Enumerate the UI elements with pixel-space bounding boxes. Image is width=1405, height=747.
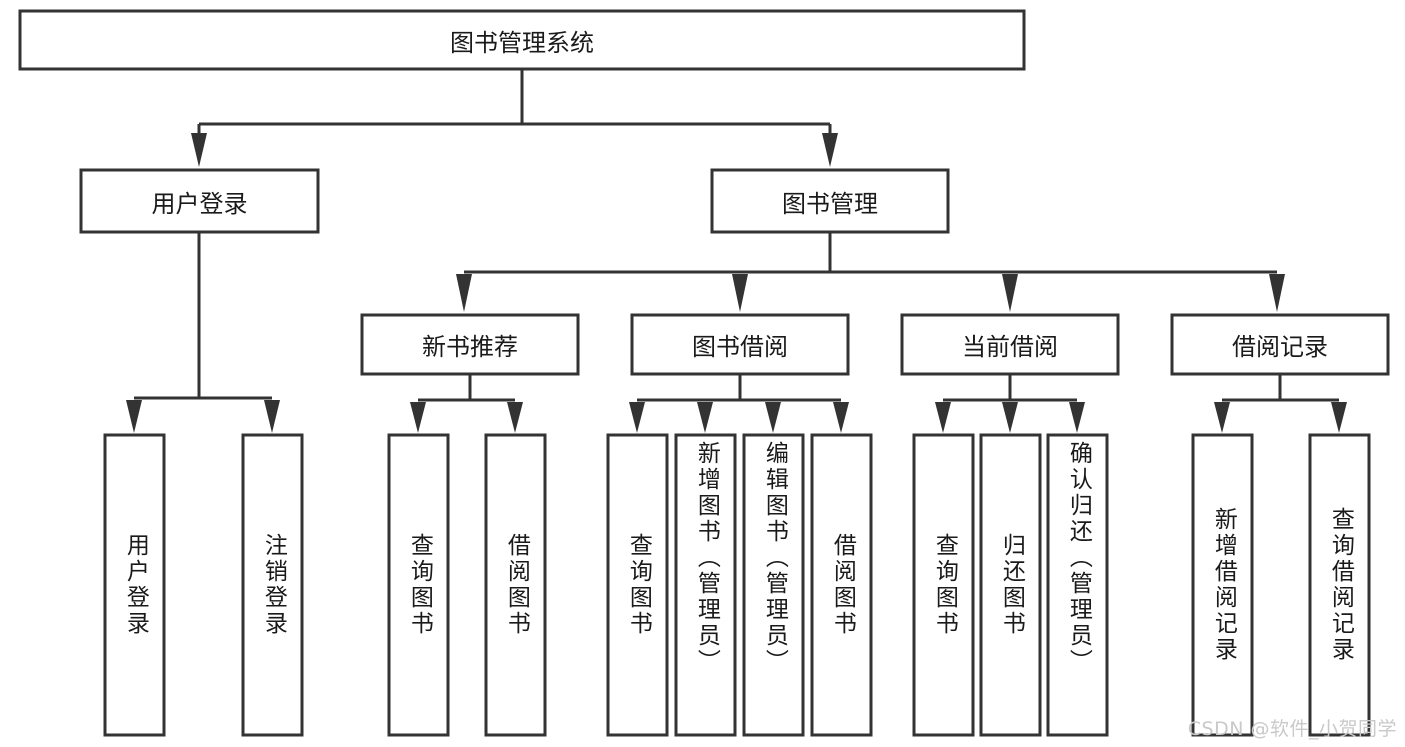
leaf-box-borrow-record-1[interactable] xyxy=(1191,433,1254,737)
arrowhead-currentborrow-leaf-3 xyxy=(1069,402,1085,433)
node-book-borrow-box[interactable] xyxy=(630,313,850,376)
arrowhead-root-to-bookmgmt xyxy=(822,133,838,167)
leaf-box-current-borrow-1[interactable] xyxy=(912,433,975,737)
node-new-book-recommend-box[interactable] xyxy=(360,313,580,376)
arrowhead-borrowrecord-leaf-1 xyxy=(1214,402,1230,433)
leaf-box-book-borrow-2[interactable] xyxy=(674,433,737,737)
arrowhead-to-borrow-record xyxy=(1269,274,1285,312)
arrowhead-bookborrow-leaf-2 xyxy=(697,402,713,433)
arrowhead-currentborrow-leaf-2 xyxy=(1002,402,1018,433)
arrowhead-bookborrow-leaf-4 xyxy=(833,402,849,433)
leaf-box-borrow-record-2[interactable] xyxy=(1308,433,1371,737)
leaf-box-book-borrow-3[interactable] xyxy=(742,433,805,737)
arrowhead-to-book-borrow xyxy=(732,274,748,312)
node-root-box[interactable] xyxy=(18,9,1026,71)
node-user-login-box[interactable] xyxy=(79,168,320,234)
arrowhead-newbook-leaf-1 xyxy=(410,402,426,433)
leaf-box-new-book-1[interactable] xyxy=(387,433,450,737)
leaf-box-book-borrow-4[interactable] xyxy=(810,433,873,737)
arrowhead-to-current-borrow xyxy=(1002,274,1018,312)
node-borrow-record-box[interactable] xyxy=(1170,313,1390,376)
arrowhead-bookborrow-leaf-1 xyxy=(629,402,645,433)
arrowhead-login-leaf-2 xyxy=(264,400,280,433)
leaf-box-user-login-2[interactable] xyxy=(241,433,304,737)
arrowhead-bookborrow-leaf-3 xyxy=(765,402,781,433)
arrowhead-login-leaf-1 xyxy=(126,400,142,433)
arrowhead-root-to-login xyxy=(191,133,207,167)
arrowhead-currentborrow-leaf-1 xyxy=(935,402,951,433)
arrowhead-to-new-book xyxy=(456,274,472,312)
leaf-box-current-borrow-3[interactable] xyxy=(1046,433,1109,737)
leaf-box-book-borrow-1[interactable] xyxy=(606,433,669,737)
arrowhead-borrowrecord-leaf-2 xyxy=(1331,402,1347,433)
leaf-box-new-book-2[interactable] xyxy=(484,433,547,737)
csdn-watermark: CSDN @软件_小贺同学 xyxy=(1187,718,1397,740)
node-current-borrow-box[interactable] xyxy=(900,313,1120,376)
leaf-box-current-borrow-2[interactable] xyxy=(979,433,1042,737)
arrowhead-newbook-leaf-2 xyxy=(507,402,523,433)
leaf-box-user-login-1[interactable] xyxy=(103,433,166,737)
node-book-management-box[interactable] xyxy=(710,168,950,234)
